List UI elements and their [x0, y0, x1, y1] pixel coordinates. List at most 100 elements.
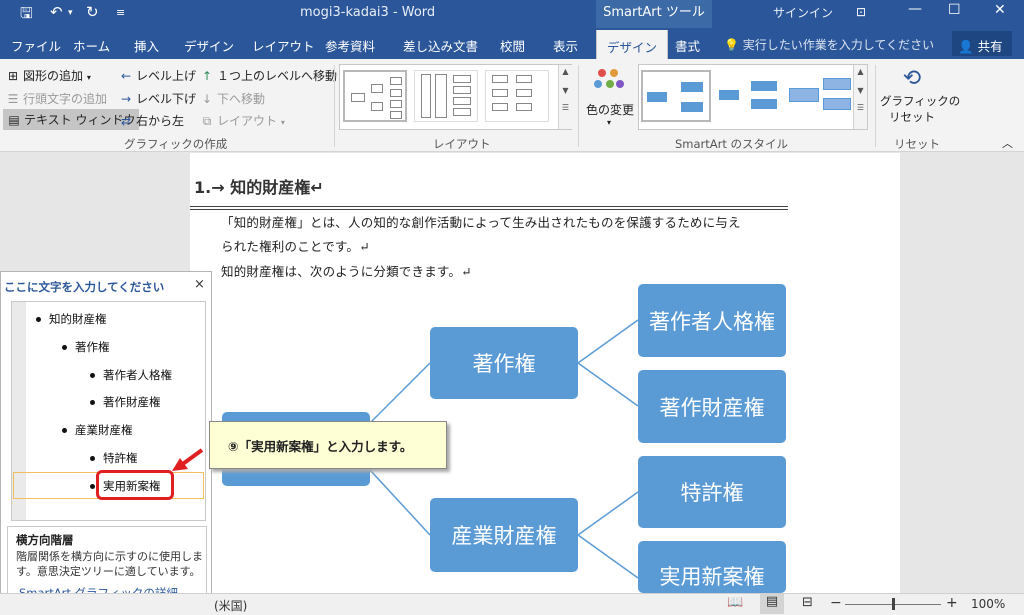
reset-graphic-button[interactable]: ⟲ グラフィックの リセット: [880, 65, 961, 131]
smartart-node-utility-model[interactable]: 実用新案権: [638, 541, 786, 593]
tab-home[interactable]: ホーム: [73, 39, 111, 54]
smartart-node-economic-rights[interactable]: 著作財産権: [638, 370, 786, 443]
demote-button[interactable]: →レベル下げ: [119, 90, 196, 107]
red-arrow-icon: [172, 448, 204, 471]
add-shape-button[interactable]: ⊞図形の追加 ▾: [6, 67, 91, 84]
smartart-node-moral-rights[interactable]: 著作者人格権: [638, 284, 786, 357]
text-pane-item-level2[interactable]: 著作権: [62, 339, 110, 355]
text-pane-item-level3[interactable]: 特許権: [90, 450, 138, 466]
print-layout-icon[interactable]: ▤: [760, 594, 784, 614]
minimize-button[interactable]: —: [908, 1, 922, 17]
smartart-tools-context-tab: SmartArt ツール: [596, 0, 712, 28]
move-up-icon: ↑: [201, 69, 213, 83]
tab-review[interactable]: 校閲: [500, 39, 526, 54]
maximize-button[interactable]: ☐: [948, 2, 961, 18]
close-window-button[interactable]: ✕: [994, 2, 1006, 18]
tab-smartart-design[interactable]: デザイン: [596, 30, 669, 59]
demote-label: レベル下げ: [136, 92, 197, 106]
undo-icon[interactable]: ↶: [50, 3, 63, 21]
move-up-button[interactable]: ↑１つ上のレベルへ移動: [200, 67, 337, 84]
layout-button[interactable]: ⧉レイアウト ▾: [200, 112, 285, 129]
ribbon-tabs: ファイル ホーム 挿入 デザイン レイアウト 参考資料 差し込み文書 校閲 表示…: [0, 28, 1024, 59]
zoom-out-icon[interactable]: −: [830, 595, 842, 611]
layout-thumb-horizontal-hierarchy[interactable]: [343, 70, 407, 122]
share-button[interactable]: 👤 共有: [952, 31, 1012, 56]
scroll-up-icon[interactable]: ▲: [857, 67, 864, 76]
right-to-left-button[interactable]: ⇄右から左: [119, 112, 184, 129]
read-mode-icon[interactable]: 📖: [727, 595, 744, 610]
add-bullet-button[interactable]: ☰行頭文字の追加: [6, 90, 107, 107]
style-thumb-2[interactable]: [715, 70, 785, 122]
scroll-down-icon[interactable]: ▼: [857, 86, 864, 95]
palette-icon: [594, 67, 624, 97]
text-pane-item-level1[interactable]: 知的財産権: [36, 311, 107, 327]
text-pane-item-label: 特許権: [103, 451, 138, 465]
tab-smartart-format[interactable]: 書式: [675, 39, 701, 54]
style-thumb-1[interactable]: [641, 70, 711, 122]
zoom-slider-thumb[interactable]: [892, 598, 895, 610]
change-colors-button[interactable]: 色の変更 ▾: [586, 65, 634, 131]
layout-thumb-labeled-hierarchy[interactable]: [414, 70, 478, 122]
text-pane-item-label: 産業財産権: [75, 423, 133, 437]
zoom-level[interactable]: 100%: [971, 597, 1006, 611]
promote-button[interactable]: ←レベル上げ: [119, 67, 196, 84]
tab-mailings[interactable]: 差し込み文書: [403, 39, 479, 54]
move-down-icon: ↓: [201, 92, 213, 106]
customize-qat-icon[interactable]: ≡: [116, 6, 126, 19]
layout-thumb-table-hierarchy[interactable]: [485, 70, 549, 122]
zoom-in-icon[interactable]: +: [946, 595, 958, 611]
tab-insert[interactable]: 挿入: [134, 39, 160, 54]
title-bar: 🖫 ↶ ▾ ↻ ≡ mogi3-kadai3 - Word SmartArt ツ…: [0, 0, 1024, 28]
highlight-box: [96, 470, 174, 500]
add-shape-dropdown-icon: ▾: [86, 73, 91, 82]
save-icon[interactable]: 🖫: [20, 4, 33, 22]
styles-gallery-scroll[interactable]: ▲ ▼ ☰: [853, 65, 867, 129]
tab-view[interactable]: 表示: [553, 39, 579, 54]
tab-design[interactable]: デザイン: [184, 39, 235, 54]
language-status[interactable]: (米国): [214, 599, 248, 613]
scroll-up-icon[interactable]: ▲: [562, 67, 569, 76]
collapse-ribbon-icon[interactable]: ︿: [1002, 137, 1013, 150]
layouts-gallery: ▲ ▼ ☰: [339, 64, 572, 130]
ribbon-display-options-icon[interactable]: ⊡: [856, 5, 867, 19]
more-icon[interactable]: ☰: [856, 103, 865, 112]
smartart-node-patent[interactable]: 特許権: [638, 456, 786, 528]
text-pane-item-level2[interactable]: 産業財産権: [62, 422, 133, 438]
redo-icon[interactable]: ↻: [86, 3, 99, 21]
layout-description-text: 階層関係を横方向に示すのに使用します。意思決定ツリーに適しています。: [16, 550, 203, 578]
signin-link[interactable]: サインイン: [773, 6, 834, 20]
layout-label: レイアウト: [217, 114, 278, 128]
text-pane-item-level3-active[interactable]: 実用新案権: [90, 478, 161, 494]
text-pane-item-level3[interactable]: 著作財産権: [90, 394, 161, 410]
move-down-button[interactable]: ↓下へ移動: [200, 90, 265, 107]
tell-me-search[interactable]: 💡 実行したい作業を入力してください: [724, 36, 934, 53]
tab-layout[interactable]: レイアウト: [252, 39, 315, 54]
text-pane-item-level3[interactable]: 著作者人格権: [90, 367, 172, 383]
tab-references[interactable]: 参考資料: [325, 39, 376, 54]
layout-shape: [516, 103, 532, 111]
text-pane-close-button[interactable]: ×: [194, 277, 205, 292]
style-thumb-3[interactable]: [789, 70, 859, 122]
layout-shape: [492, 89, 508, 97]
text-pane-item-label: 知的財産権: [49, 312, 107, 326]
more-icon[interactable]: ☰: [561, 103, 570, 112]
layout-shape: [516, 89, 532, 97]
layout-shape: [390, 100, 402, 108]
undo-dropdown-icon[interactable]: ▾: [68, 8, 73, 18]
layout-shape: [453, 75, 471, 83]
web-layout-icon[interactable]: ⊟: [802, 595, 813, 610]
paragraph-line: 知的財産権は、次のように分類できます。↵: [221, 264, 472, 279]
share-label: 共有: [977, 39, 1003, 54]
layouts-gallery-scroll[interactable]: ▲ ▼ ☰: [558, 65, 572, 129]
smartart-node-copyright[interactable]: 著作権: [430, 327, 578, 399]
scroll-down-icon[interactable]: ▼: [562, 86, 569, 95]
smartart-text-pane: ここに文字を入力してください × 知的財産権 著作権 著作者人格権 著作財産権 …: [0, 271, 212, 601]
reset-graphic-label-1: グラフィックの: [880, 94, 961, 108]
tab-file[interactable]: ファイル: [11, 39, 62, 54]
style-shape: [751, 99, 777, 109]
text-pane-button[interactable]: ▤テキスト ウィンドウ: [3, 109, 140, 130]
layout-dropdown-icon: ▾: [280, 118, 285, 127]
text-pane-list[interactable]: 知的財産権 著作権 著作者人格権 著作財産権 産業財産権 特許権 実用新案権: [11, 301, 206, 521]
smartart-node-industrial-property[interactable]: 産業財産権: [430, 498, 578, 572]
